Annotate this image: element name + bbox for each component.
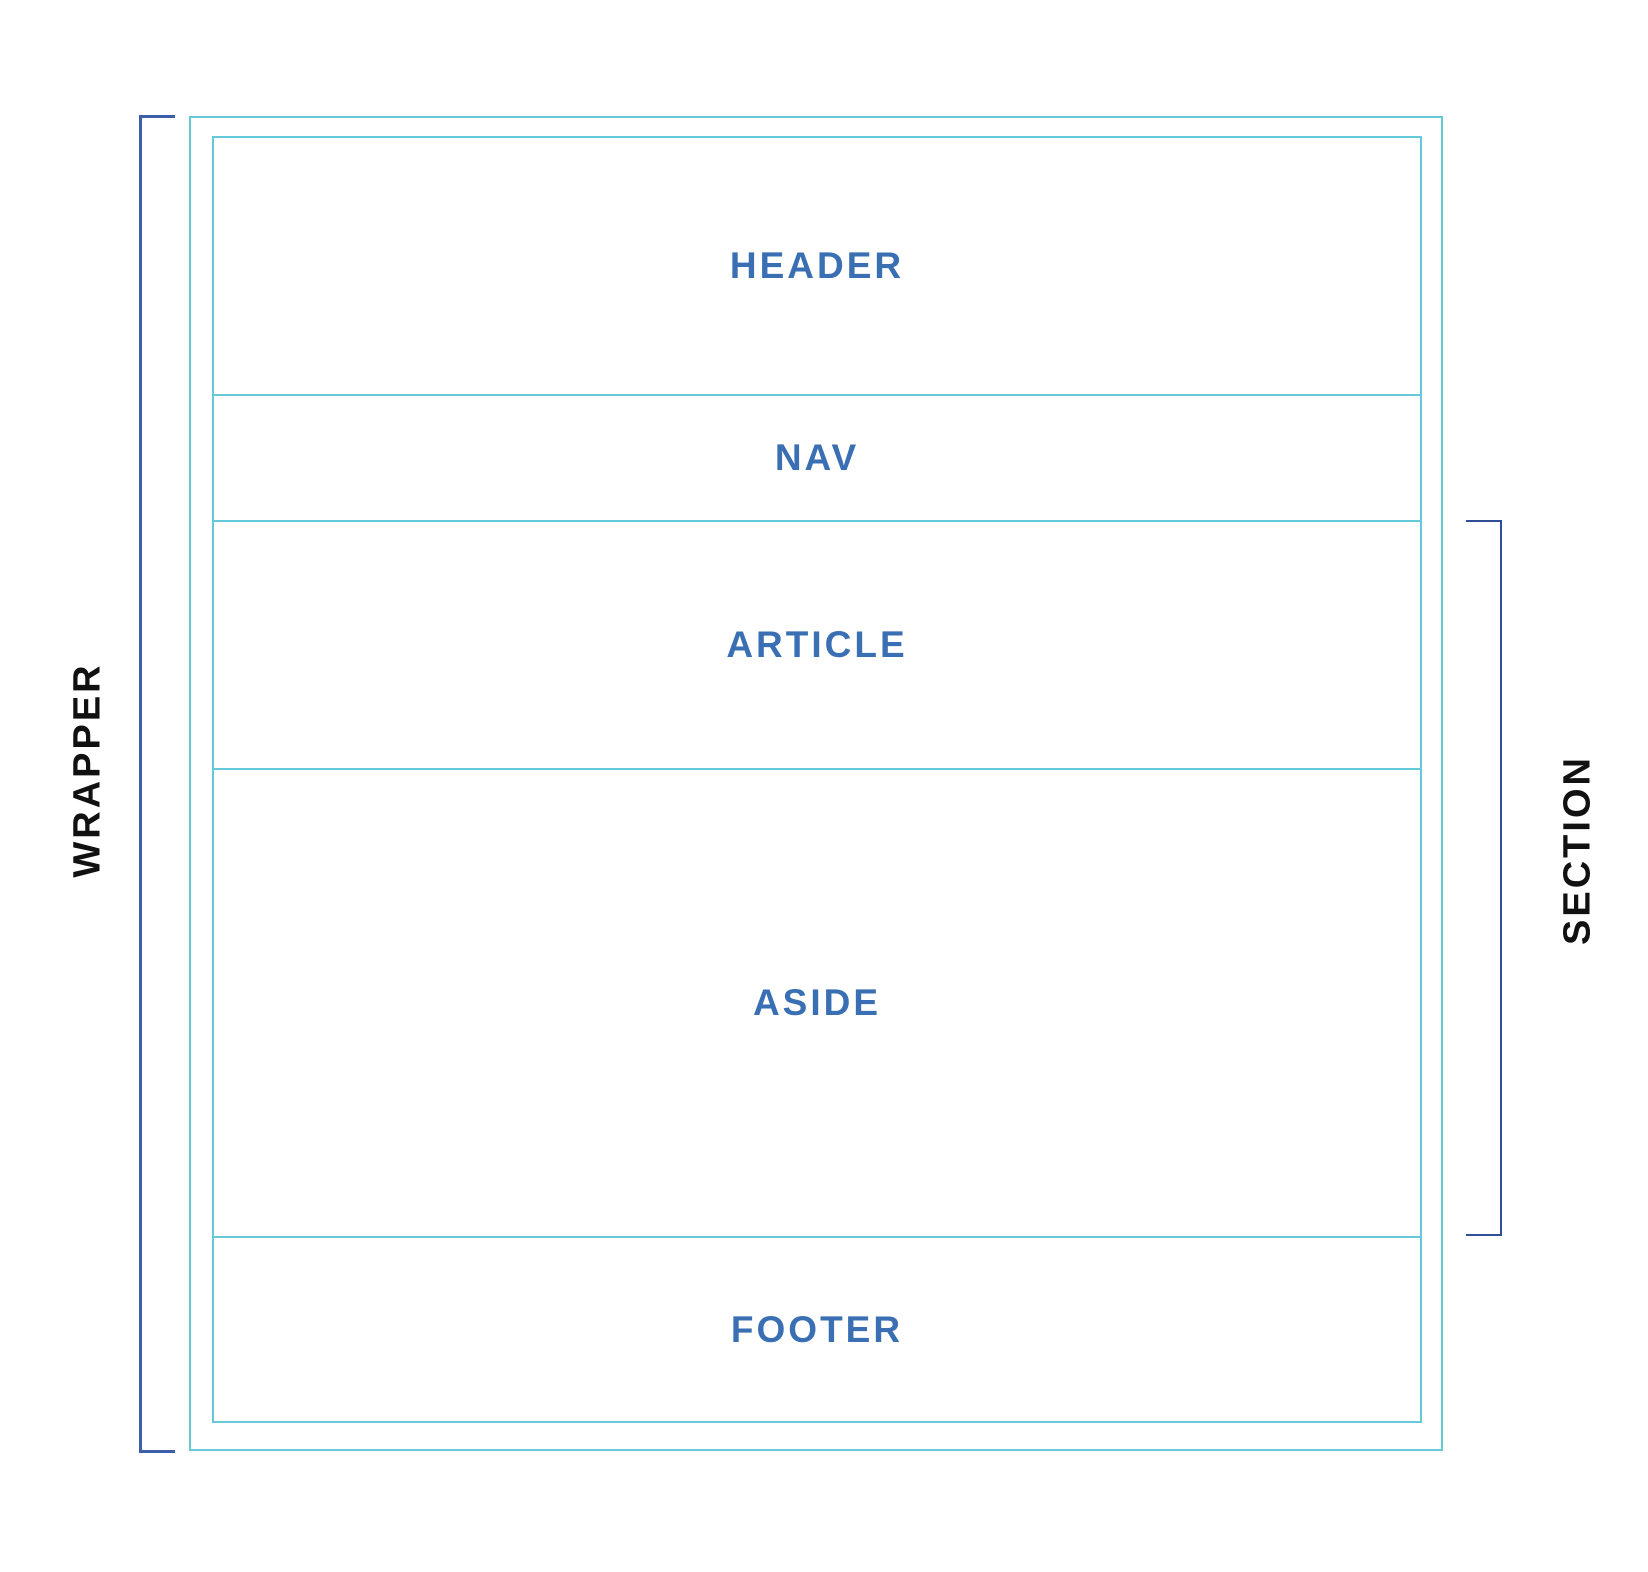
article-block: ARTICLE xyxy=(212,520,1422,770)
wrapper-bracket xyxy=(139,115,175,1453)
aside-block: ASIDE xyxy=(212,768,1422,1238)
section-bracket xyxy=(1466,520,1502,1236)
nav-label: NAV xyxy=(774,437,860,478)
section-label: SECTION xyxy=(1556,755,1599,945)
footer-label: FOOTER xyxy=(730,1308,904,1350)
wrapper-container xyxy=(189,116,1443,1451)
article-label: ARTICLE xyxy=(726,624,908,665)
header-label: HEADER xyxy=(729,245,905,286)
footer-block: FOOTER xyxy=(212,1236,1422,1423)
nav-block: NAV xyxy=(212,394,1422,522)
wrapper-label: WRAPPER xyxy=(66,662,109,878)
aside-label: ASIDE xyxy=(752,982,882,1023)
header-block: HEADER xyxy=(212,136,1422,396)
